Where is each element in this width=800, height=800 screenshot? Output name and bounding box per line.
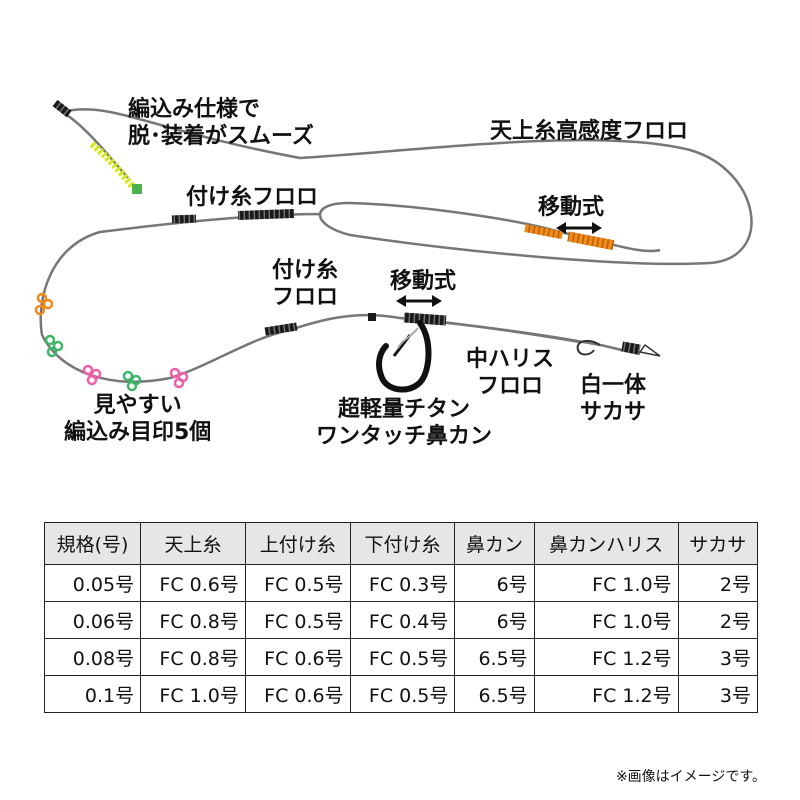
table-row: 0.08号 FC 0.8号 FC 0.6号 FC 0.5号 6.5号 FC 1.… bbox=[43, 638, 759, 676]
table-row: 0.06号 FC 0.8号 FC 0.5号 FC 0.4号 6号 FC 1.0号… bbox=[43, 601, 759, 639]
header-cell: 天上糸 bbox=[140, 522, 246, 565]
header-cell: 鼻カン bbox=[454, 522, 535, 565]
label-sakasa: 白一体 サカサ bbox=[580, 373, 647, 425]
sakasa-hook-icon bbox=[576, 339, 661, 357]
label-sliding-2: 移動式 bbox=[390, 269, 457, 294]
footnote: ※画像はイメージです。 bbox=[615, 769, 766, 785]
label-lower-tsuke: 付け糸 フロロ bbox=[272, 258, 339, 310]
table-header-row: 規格(号) 天上糸 上付け糸 下付け糸 鼻カン 鼻カンハリス サカサ bbox=[43, 522, 759, 565]
table-cell: FC 0.5号 bbox=[349, 638, 456, 676]
table-cell: 6号 bbox=[454, 601, 535, 639]
label-nose-leader: 中ハリス フロロ bbox=[466, 347, 555, 399]
table-cell: 0.05号 bbox=[43, 564, 142, 602]
table-cell: 6.5号 bbox=[454, 675, 535, 713]
table-cell: FC 1.0号 bbox=[140, 675, 246, 713]
connector-green bbox=[132, 184, 142, 194]
table-cell: 3号 bbox=[677, 675, 759, 713]
table-cell: FC 0.5号 bbox=[349, 675, 456, 713]
table-cell: 3号 bbox=[677, 638, 759, 676]
header-cell: サカサ bbox=[677, 522, 759, 565]
label-marks: 見やすい 編込み目印5個 bbox=[64, 393, 212, 445]
table-cell: FC 0.5号 bbox=[244, 564, 351, 602]
label-upper-tsuke: 付け糸フロロ bbox=[186, 185, 319, 210]
spec-table: 規格(号) 天上糸 上付け糸 下付け糸 鼻カン 鼻カンハリス サカサ 0.05号… bbox=[43, 522, 759, 713]
table-cell: 2号 bbox=[677, 601, 759, 639]
header-cell: 上付け糸 bbox=[244, 522, 351, 565]
table-cell: FC 1.0号 bbox=[533, 564, 679, 602]
table-cell: 0.08号 bbox=[43, 638, 142, 676]
table-cell: 2号 bbox=[677, 564, 759, 602]
table-cell: FC 0.6号 bbox=[140, 564, 246, 602]
upper-tsuke-sleeves bbox=[171, 209, 295, 224]
table-cell: FC 0.8号 bbox=[140, 601, 246, 639]
end-tip-sleeve bbox=[52, 99, 72, 118]
lower-tsuke-sleeves bbox=[264, 312, 447, 336]
table-cell: FC 0.8号 bbox=[140, 638, 246, 676]
label-sliding-1: 移動式 bbox=[538, 195, 605, 220]
rig-diagram bbox=[34, 99, 753, 393]
table-cell: FC 0.5号 bbox=[244, 601, 351, 639]
table-row: 0.05号 FC 0.6号 FC 0.5号 FC 0.3号 6号 FC 1.0号… bbox=[43, 564, 759, 602]
table-cell: FC 1.0号 bbox=[533, 601, 679, 639]
table-cell: FC 0.3号 bbox=[349, 564, 456, 602]
knot-marker-icon bbox=[34, 292, 189, 392]
header-cell: 下付け糸 bbox=[349, 522, 456, 565]
titanium-nose-ring-icon bbox=[376, 320, 432, 393]
fishing-line bbox=[39, 108, 753, 383]
header-cell: 鼻カンハリス bbox=[533, 522, 679, 565]
table-cell: 6.5号 bbox=[454, 638, 535, 676]
orange-slider bbox=[524, 224, 615, 251]
table-cell: 0.06号 bbox=[43, 601, 142, 639]
header-cell: 規格(号) bbox=[43, 522, 142, 565]
table-row: 0.1号 FC 1.0号 FC 0.6号 FC 0.5号 6.5号 FC 1.2… bbox=[43, 675, 759, 713]
table-cell: FC 0.4号 bbox=[349, 601, 456, 639]
table-cell: 6号 bbox=[454, 564, 535, 602]
table-cell: FC 0.6号 bbox=[244, 675, 351, 713]
table-cell: FC 1.2号 bbox=[533, 638, 679, 676]
double-arrow-icon bbox=[556, 222, 602, 234]
braided-section bbox=[89, 141, 135, 189]
label-nose-ring: 超軽量チタン ワンタッチ鼻カン bbox=[316, 397, 493, 449]
label-braided: 編込み仕様で 脱･装着がスムーズ bbox=[128, 97, 314, 149]
table-cell: 0.1号 bbox=[43, 675, 142, 713]
table-cell: FC 1.2号 bbox=[533, 675, 679, 713]
double-arrow-icon bbox=[396, 295, 442, 307]
table-cell: FC 0.6号 bbox=[244, 638, 351, 676]
label-top-line: 天上糸高感度フロロ bbox=[490, 119, 689, 144]
